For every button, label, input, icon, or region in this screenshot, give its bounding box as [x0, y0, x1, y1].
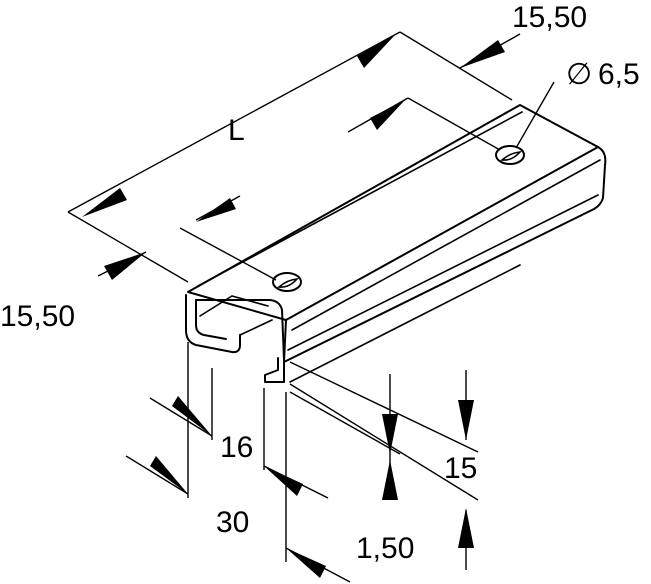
- inner-floor: [199, 295, 269, 317]
- label-hole-diameter: 6,5: [598, 58, 640, 91]
- arrow-L-left: [82, 188, 127, 217]
- end-profile-lip: [195, 299, 285, 361]
- arrow-inner-width: [172, 396, 212, 436]
- label-side-width: 15,50: [0, 300, 75, 333]
- label-height: 15: [444, 452, 477, 485]
- arrow-L-right: [357, 35, 395, 68]
- arrow-top-width-right: [460, 40, 505, 68]
- bottom-line: [289, 264, 521, 383]
- arrow-thickness-top: [382, 460, 398, 500]
- mounting-hole-front-slot: [277, 277, 299, 288]
- arrow-hole-right: [370, 100, 405, 130]
- arrow-thickness-bottom: [458, 508, 474, 548]
- arrow-height-top: [458, 400, 474, 440]
- arrow-side-width: [104, 252, 146, 280]
- label-outer-width: 30: [216, 506, 249, 539]
- top-face-outline: [187, 104, 599, 321]
- label-thickness: 1,50: [356, 532, 414, 565]
- label-top-width: 15,50: [512, 1, 587, 34]
- dimension-arrows: [82, 35, 505, 578]
- arrow-inner-width-right: [264, 466, 303, 496]
- label-inner-width: 16: [220, 431, 253, 464]
- mounting-hole-rear-slot: [500, 150, 522, 161]
- inner-floor-2: [239, 319, 273, 336]
- side-face-outline: [283, 208, 595, 363]
- top-face-inner-edge: [197, 111, 523, 287]
- label-diameter-symbol: ∅: [566, 58, 592, 91]
- end-profile-inner: [195, 299, 227, 340]
- end-profile-outer: [185, 294, 241, 354]
- arrow-hole-left: [196, 198, 236, 222]
- arrow-height-bottom: [382, 414, 398, 454]
- side-face-line-2: [287, 194, 599, 351]
- lip-bottom: [264, 357, 285, 383]
- side-face-line-1: [291, 159, 601, 331]
- arrow-outer-width-right: [286, 548, 326, 578]
- channel-body: [185, 104, 607, 383]
- label-length: L: [228, 114, 245, 147]
- end-round: [593, 146, 607, 210]
- arrow-outer-width: [150, 456, 188, 494]
